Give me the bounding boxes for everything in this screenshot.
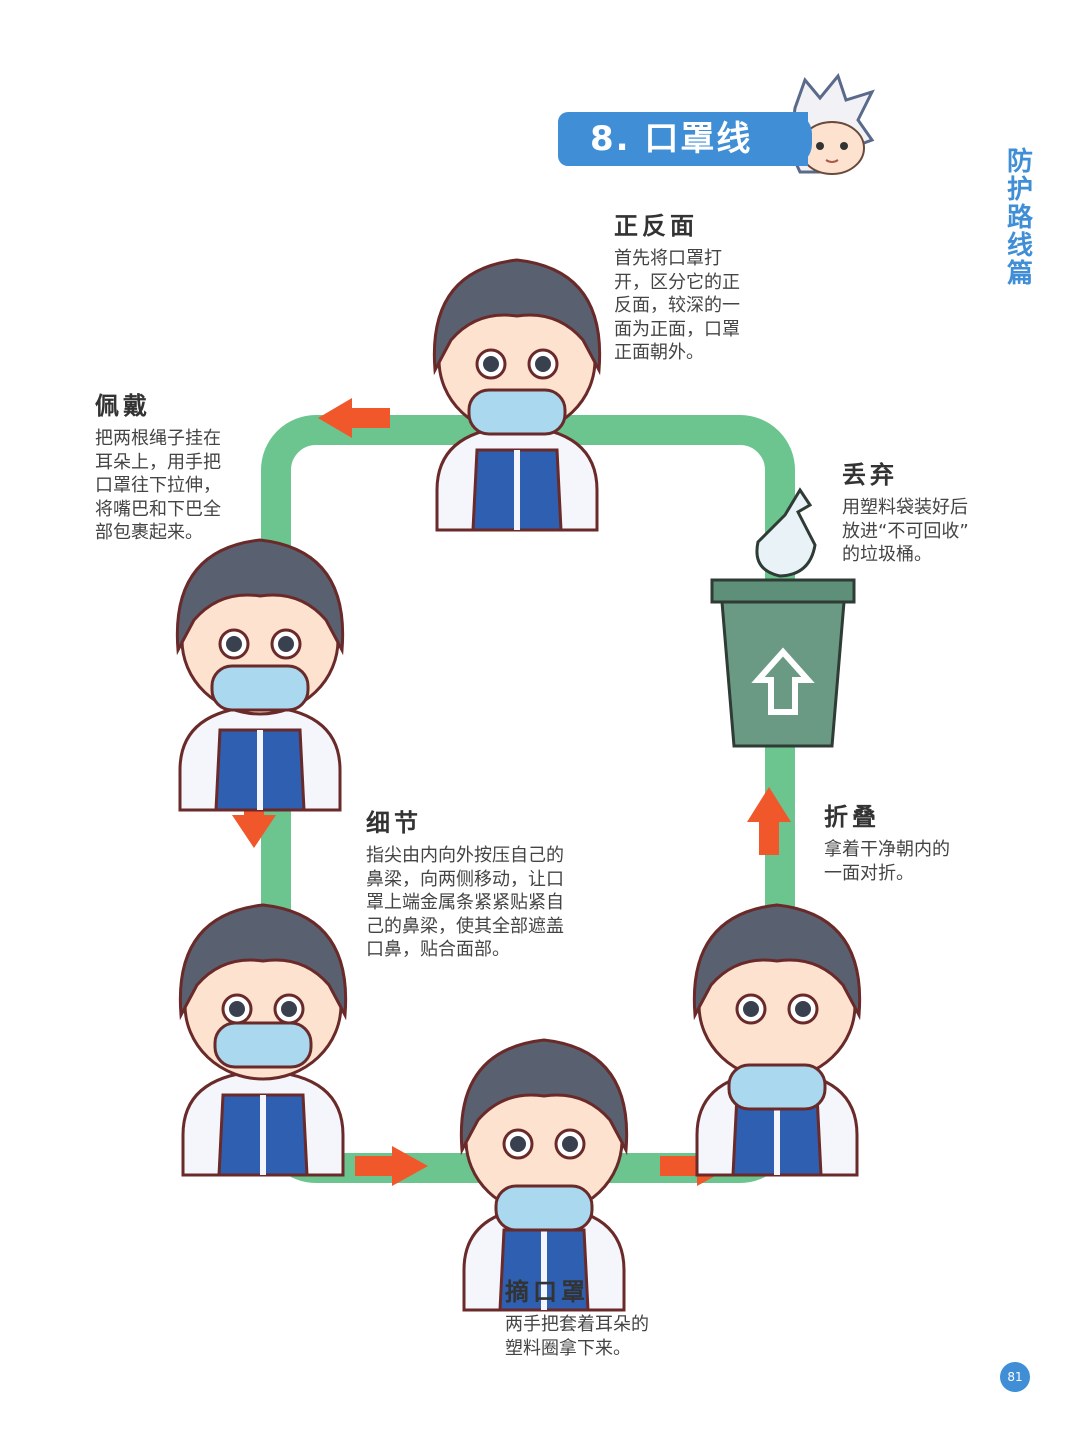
step-title: 细节	[366, 809, 422, 837]
arrow-up	[747, 787, 791, 855]
title-banner-end	[790, 112, 812, 166]
step-desc: 指尖由内向外按压自己的 鼻梁，向两侧移动，让口 罩上端金属条紧紧贴紧自 己的鼻梁…	[366, 845, 564, 960]
boy-front-back	[434, 260, 599, 530]
step-title: 佩戴	[95, 392, 151, 420]
step-title: 折叠	[824, 803, 880, 831]
step-front-back: 正反面 首先将口罩打 开，区分它的正 反面，较深的一 面为正面，口罩 正面朝外。	[614, 206, 774, 365]
plastic-bag-icon	[755, 487, 817, 578]
step-desc: 用塑料袋装好后 放进“不可回收” 的垃圾桶。	[842, 497, 969, 565]
boy-fold	[694, 905, 859, 1175]
step-title: 正反面	[614, 212, 698, 240]
boy-detail	[180, 905, 345, 1175]
arrow-left	[318, 398, 390, 438]
boy-remove	[461, 1040, 626, 1310]
arrow-down	[232, 780, 276, 848]
page-title: 8. 口罩线	[590, 119, 753, 159]
step-wear: 佩戴 把两根绳子挂在 耳朵上，用手把 口罩往下拉伸， 将嘴巴和下巴全 部包裹起来…	[95, 386, 265, 545]
step-remove: 摘口罩 两手把套着耳朵的 塑料圈拿下来。	[505, 1272, 695, 1360]
step-title: 丢弃	[842, 461, 898, 489]
step-desc: 首先将口罩打 开，区分它的正 反面，较深的一 面为正面，口罩 正面朝外。	[614, 248, 740, 363]
step-desc: 两手把套着耳朵的 塑料圈拿下来。	[505, 1314, 649, 1359]
boy-wear	[177, 540, 342, 810]
step-fold: 折叠 拿着干净朝内的 一面对折。	[824, 797, 994, 885]
step-title: 摘口罩	[505, 1278, 589, 1306]
step-desc: 把两根绳子挂在 耳朵上，用手把 口罩往下拉伸， 将嘴巴和下巴全 部包裹起来。	[95, 428, 221, 543]
step-detail: 细节 指尖由内向外按压自己的 鼻梁，向两侧移动，让口 罩上端金属条紧紧贴紧自 己…	[366, 803, 606, 962]
page-number: 81	[1000, 1362, 1030, 1392]
side-label: 防护路线篇	[1006, 147, 1033, 289]
title-banner	[558, 112, 808, 166]
trash-bin-icon	[710, 578, 856, 748]
step-desc: 拿着干净朝内的 一面对折。	[824, 839, 950, 884]
arrow-right-1	[355, 1146, 428, 1186]
recycle-arrow-icon	[751, 647, 815, 715]
step-discard: 丢弃 用塑料袋装好后 放进“不可回收” 的垃圾桶。	[842, 455, 1012, 567]
